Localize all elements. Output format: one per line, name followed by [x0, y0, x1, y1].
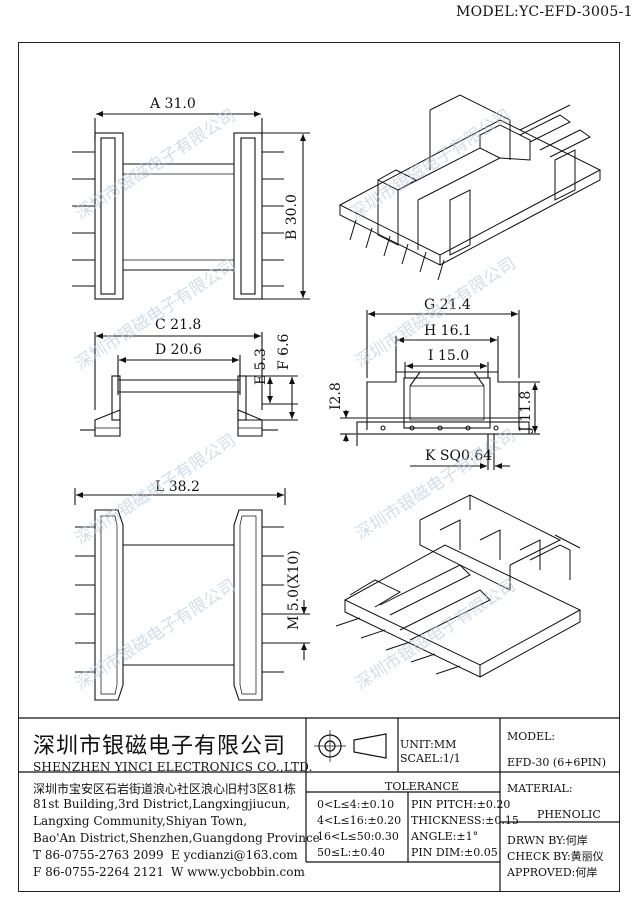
material-label: MATERIAL:	[507, 782, 573, 795]
unit-label: UNIT:MM	[400, 738, 457, 751]
watermark-1: 深圳市银磁电子有限公司	[72, 106, 240, 225]
watermark-2: 深圳市银磁电子有限公司	[347, 106, 515, 225]
model-value: EFD-30 (6+6PIN)	[507, 756, 607, 769]
address-line-2: 81st Building,3rd District,Langxingjiucu…	[33, 797, 291, 811]
tolerance-left-2: 4<L≤16:±0.20	[317, 814, 402, 827]
watermark-5: 深圳市银磁电子有限公司	[72, 431, 240, 550]
dim-h-label: H 16.1	[424, 323, 472, 339]
model-label: MODEL:	[507, 730, 556, 743]
top-view	[72, 111, 310, 300]
dim-l-label: L 38.2	[155, 479, 200, 495]
checked-by: CHECK BY:黄丽仪	[507, 850, 604, 863]
dim-c-label: C 21.8	[155, 317, 201, 333]
website: W www.ycbobbin.com	[171, 865, 305, 879]
material-value: PHENOLIC	[537, 808, 601, 821]
address-line-1: 深圳市宝安区石岩街道浪心社区浪心旧村3区81栋	[33, 782, 296, 796]
watermark-8: 深圳市银磁电子有限公司	[352, 576, 520, 695]
address-line-3: Langxing Community,Shiyan Town,	[33, 814, 248, 828]
watermark-7: 深圳市银磁电子有限公司	[72, 576, 240, 695]
fax: F 86-0755-2264 2121	[33, 865, 164, 879]
drawing-border	[18, 42, 620, 892]
tolerance-left-3: 16<L≤50:0.30	[317, 830, 399, 843]
address-line-4: Bao'An District,Shenzhen,Guangdong Provi…	[33, 831, 320, 845]
title-block: 深圳市银磁电子有限公司 SHENZHEN YINCI ELECTRONICS C…	[19, 718, 619, 891]
drawn-by: DRWN BY:何岸	[507, 834, 588, 847]
dim-g-label: G 21.4	[424, 297, 471, 313]
title-block-grid	[18, 717, 620, 892]
watermark-6: 深圳市银磁电子有限公司	[352, 426, 520, 545]
company-name-cn: 深圳市银磁电子有限公司	[33, 734, 287, 759]
dim-b-label: B 30.0	[284, 194, 300, 240]
dim-k-label: K SQ0.64	[425, 448, 492, 464]
tolerance-left-1: 0<L≤4:±0.10	[317, 798, 395, 811]
company-name-en: SHENZHEN YINCI ELECTRONICS CO.,LTD.	[33, 760, 313, 774]
email: E ycdianzi@163.com	[171, 848, 298, 862]
isometric-view-top	[338, 94, 602, 281]
dim-i2-label: I2.8	[328, 382, 344, 410]
tolerance-left-4: 50≤L:±0.40	[317, 846, 385, 859]
tolerance-right-2: THICKNESS:±0.15	[411, 814, 519, 827]
tolerance-right-4: PIN DIM:±0.05	[411, 846, 498, 859]
dim-f-label: F 6.6	[276, 333, 292, 370]
isometric-view-bottom	[335, 494, 582, 678]
bottom-view	[74, 488, 310, 701]
dim-m-label: M 5.0(X10)	[286, 550, 302, 630]
dim-a-label: A 31.0	[149, 96, 196, 112]
tolerance-title: TOLERANCE	[385, 780, 459, 793]
scale-label: SCAEL:1/1	[400, 752, 461, 765]
approved-by: APPROVED:何岸	[507, 866, 598, 879]
phone: T 86-0755-2763 2099	[33, 848, 164, 862]
tolerance-right-1: PIN PITCH:±0.20	[411, 798, 511, 811]
dim-i-label: I 15.0	[428, 348, 469, 364]
tolerance-right-3: ANGLE:±1°	[411, 830, 479, 843]
dim-j-label: J 11.8	[518, 391, 534, 434]
front-view	[340, 310, 540, 470]
model-number-header: MODEL:YC-EFD-3005-1	[456, 4, 633, 20]
dim-e-label: E 5.3	[253, 348, 269, 385]
dim-d-label: D 20.6	[155, 342, 202, 358]
side-view	[80, 332, 298, 437]
